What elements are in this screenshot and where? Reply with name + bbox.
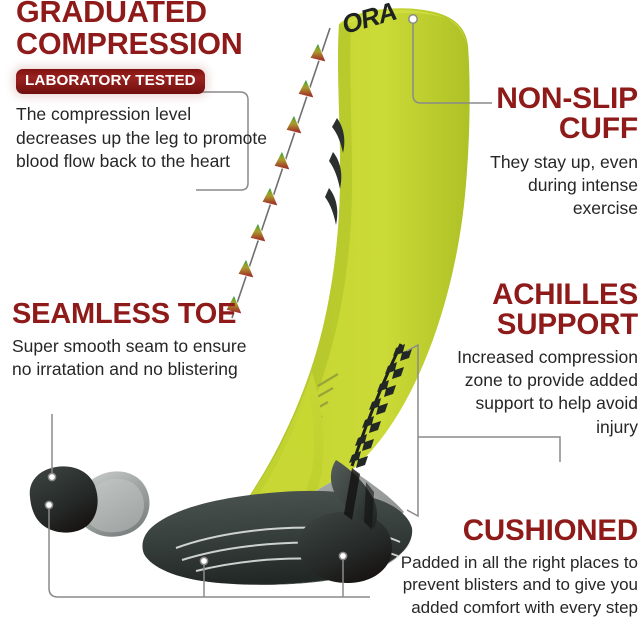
heading-line-2: CUFF [558, 112, 638, 146]
toe-cap [77, 471, 150, 537]
callout-dot-cuff [408, 14, 418, 24]
sock-leg [243, 8, 470, 505]
heading-line-1: ACHILLES [492, 278, 638, 311]
body-achilles-support: Increased compression zone to provide ad… [457, 346, 638, 437]
callout-dot-heel [338, 551, 348, 561]
callout-non-slip-cuff: NON-SLIP CUFF They stay up, even during … [470, 84, 638, 221]
heading-line-2: SUPPORT [496, 307, 638, 341]
heel-counter [330, 460, 377, 530]
heading-non-slip-cuff: NON-SLIP CUFF [470, 82, 638, 146]
callout-dot-sole [199, 556, 209, 566]
callout-graduated-compression: GRADUATED COMPRESSION LABORATORY TESTED … [16, 0, 276, 173]
toe-pad [29, 466, 98, 533]
heading-line-2: COMPRESSION [16, 26, 243, 61]
body-graduated-compression: The compression level decreases up the l… [16, 104, 267, 171]
callout-line-achilles-support [418, 436, 561, 462]
body-cushioned: Padded in all the right places to preven… [400, 552, 638, 617]
heading-cushioned: CUSHIONED [462, 514, 638, 547]
callout-cushioned: CUSHIONED Padded in all the right places… [368, 516, 638, 619]
achilles-zigzag [349, 344, 412, 468]
callout-bracket-achilles [406, 343, 419, 518]
body-non-slip-cuff: They stay up, even during intense exerci… [490, 151, 638, 219]
heading-line-1: NON-SLIP [496, 82, 638, 115]
callout-line-graduated-compression [196, 91, 249, 191]
heading-seamless-toe: SEAMLESS TOE [12, 298, 237, 330]
callout-seamless-toe: SEAMLESS TOE Super smooth seam to ensure… [12, 300, 252, 382]
heel-pad [297, 511, 392, 584]
body-seamless-toe: Super smooth seam to ensure no irratatio… [12, 336, 247, 380]
laboratory-tested-badge: LABORATORY TESTED [16, 68, 205, 95]
callout-line-cushioned-toe [48, 509, 370, 598]
callout-dot-toe-lower [44, 500, 54, 510]
callout-line-non-slip-cuff [412, 23, 492, 104]
calf-chevrons [325, 118, 345, 225]
heading-line-1: GRADUATED [16, 0, 207, 29]
callout-achilles-support: ACHILLES SUPPORT Increased compression z… [438, 278, 638, 439]
heading-graduated-compression: GRADUATED COMPRESSION [16, 0, 276, 60]
compression-arrow-chain [225, 27, 331, 319]
heading-achilles-support: ACHILLES SUPPORT [438, 278, 638, 341]
callout-dot-toe-upper [47, 472, 57, 482]
